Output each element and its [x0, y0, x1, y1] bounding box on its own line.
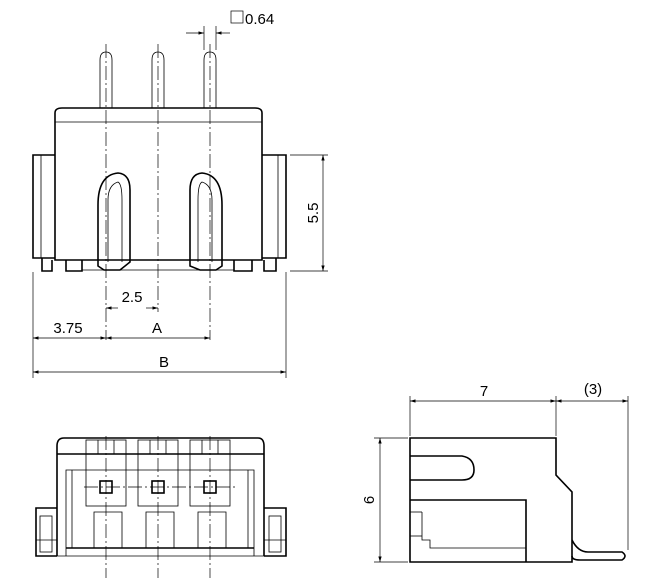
dim-pitch: 2.5 — [122, 289, 143, 306]
dim-pin-extension: (3) — [584, 381, 602, 398]
dim-depth-side: 7 — [480, 383, 488, 400]
front-left-ear — [32, 154, 55, 259]
dim-offset: 3.75 — [53, 320, 82, 337]
dim-span-a: A — [152, 320, 162, 337]
square-symbol-icon — [230, 10, 244, 24]
dim-pin-square: 0.64 — [245, 11, 274, 28]
dim-height-front: 5.5 — [305, 203, 322, 224]
side-pin — [571, 539, 626, 561]
front-view — [32, 44, 287, 340]
front-body — [54, 122, 263, 261]
side-view — [409, 437, 626, 563]
side-dimensions: 7 (3) 6 — [361, 381, 629, 563]
bottom-view — [35, 436, 287, 578]
dim-height-side: 6 — [361, 496, 378, 504]
front-top-rail — [54, 107, 263, 122]
dim-span-b: B — [159, 354, 169, 371]
front-dimensions: 0.64 5.5 2.5 3.75 A B — [32, 10, 328, 378]
front-contact-windows — [97, 172, 223, 271]
front-right-ear — [262, 154, 287, 259]
